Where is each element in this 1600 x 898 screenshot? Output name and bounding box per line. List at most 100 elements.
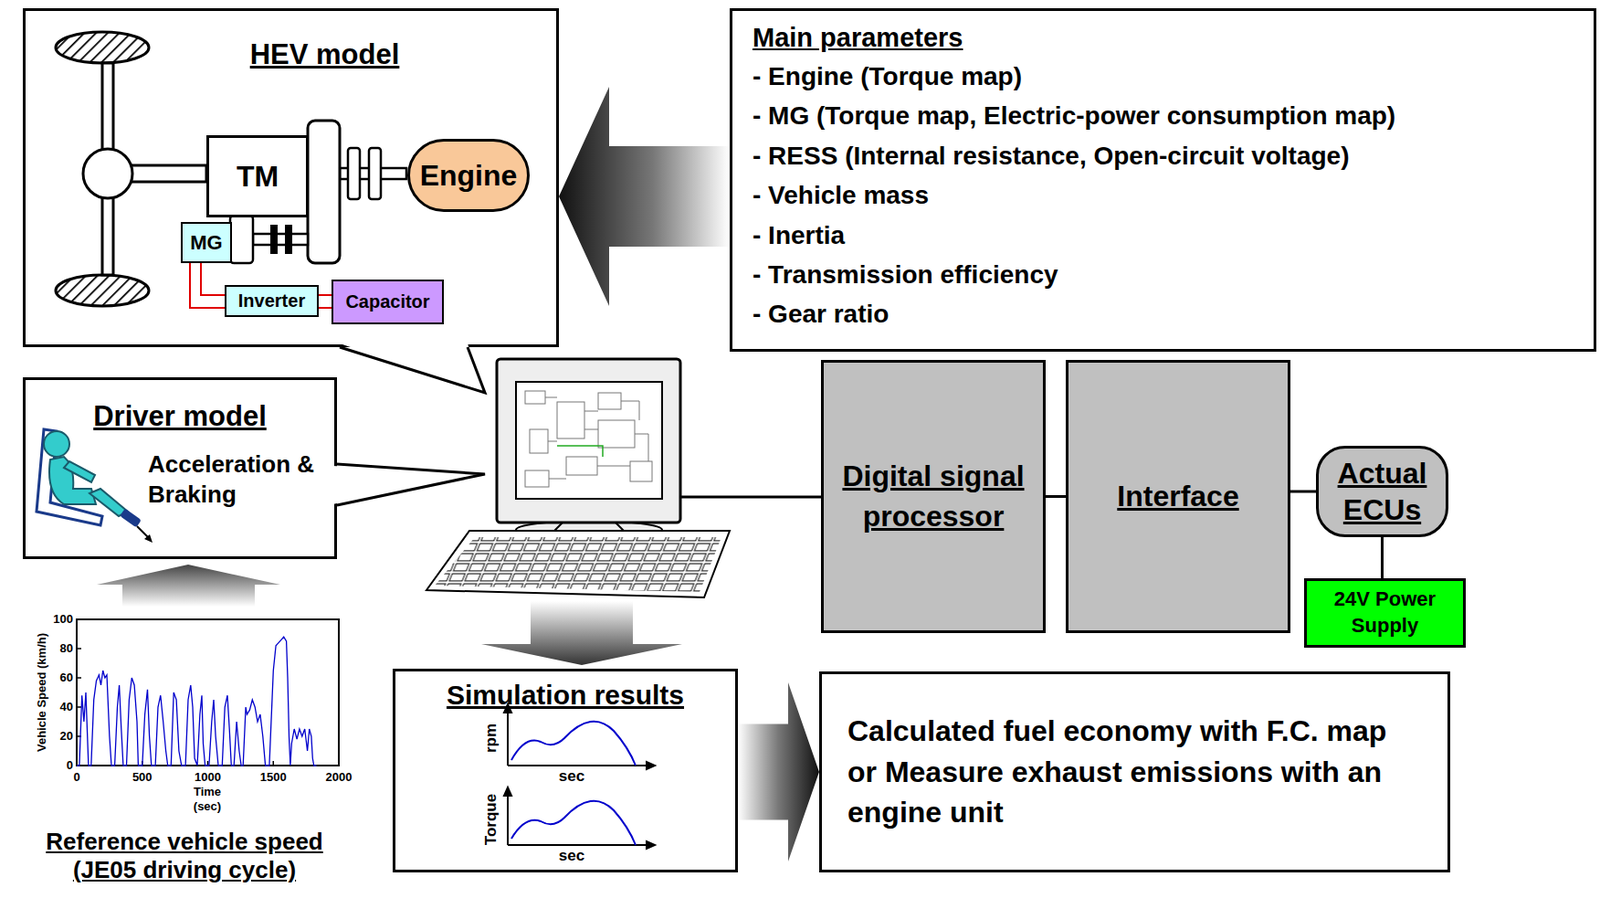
box-text: - Engine (Torque map) [752, 56, 1022, 96]
driver-figure-part [89, 488, 128, 516]
chart-label: 100 [52, 611, 74, 627]
computer-part-part [529, 429, 548, 453]
result-graphs-part [504, 787, 512, 796]
computer-part [496, 358, 681, 523]
computer-part-part [557, 401, 585, 439]
wire [318, 306, 332, 309]
callout-tails-part [339, 347, 485, 393]
gradient-arrows-part [96, 564, 281, 607]
driver-figure-part [144, 534, 153, 543]
chart-label: 40 [60, 699, 74, 715]
drivetrain-drawing-part [55, 31, 149, 64]
result-graphs-part [507, 792, 651, 845]
computer [420, 358, 822, 599]
wire [318, 294, 332, 296]
box-heading: TM [236, 159, 279, 194]
speed-chart-part-part [76, 676, 82, 679]
box-text: - Gear ratio [752, 294, 889, 334]
drivetrain-drawing-part [230, 215, 253, 264]
computer-part [420, 534, 731, 599]
ecu-box: Actual ECUs [1315, 445, 1449, 537]
box-heading: Digital signal processor [829, 456, 1038, 536]
box-text: - MG (Torque map, Electric-power consump… [752, 95, 1396, 136]
box-text: - Inertia [752, 215, 845, 255]
drivetrain-drawing-part [127, 165, 207, 182]
driver-figure [36, 429, 153, 543]
inverter-box: Inverter [224, 284, 319, 317]
chart-label: sec [558, 767, 585, 786]
box-heading: 24V Power Supply [1310, 586, 1460, 639]
chart-label: 0 [73, 769, 80, 785]
box-text: - Vehicle mass [752, 175, 929, 215]
drivetrain-drawing [55, 31, 407, 306]
driver-figure-part [63, 461, 95, 483]
gradient-arrows-part [481, 600, 683, 665]
hev-model-callout: HEV modelTMEngineMGInverterCapacitor [22, 8, 559, 348]
wire [189, 263, 225, 308]
block-arrow [558, 86, 730, 306]
computer-part-part [598, 392, 622, 410]
chart-label: Time (sec) [179, 784, 235, 813]
dsp-box: Digital signal processor [821, 359, 1046, 633]
driver-figure-part [49, 456, 96, 505]
axis-label: rpm [482, 723, 501, 753]
axis-label: Torque [482, 793, 501, 845]
chart-label: 1500 [260, 769, 287, 785]
callout-tails-part [339, 343, 485, 393]
box-heading: Actual ECUs [1318, 454, 1446, 528]
computer-part-part [630, 461, 653, 482]
computer-part-part [566, 456, 598, 475]
drivetrain-drawing-part [252, 233, 308, 245]
interface-box: Interface [1065, 359, 1291, 633]
speed-chart-part-part [207, 760, 210, 766]
chart-label: 80 [60, 641, 74, 656]
computer-part [557, 445, 603, 457]
result-graphs-part [511, 721, 636, 766]
computer-part [515, 381, 663, 499]
connector [1290, 491, 1316, 493]
box-heading: Inverter [238, 290, 306, 312]
box-heading: Interface [1116, 476, 1239, 516]
computer-part [525, 390, 653, 487]
computer-part-part [525, 390, 546, 404]
box-text: - RESS (Internal resistance, Open-circui… [752, 136, 1350, 176]
chart-label: Reference vehicle speed (JE05 driving cy… [10, 827, 358, 885]
box-heading: Main parameters [752, 18, 964, 57]
callout-tails-part [336, 463, 485, 506]
box-heading: Calculated fuel economy with F.C. map or… [847, 710, 1423, 833]
box-heading: Engine [420, 158, 518, 193]
wire [1045, 494, 1066, 498]
drivetrain-drawing-part [55, 274, 149, 306]
wire [1290, 490, 1316, 494]
mg-box: MG [180, 221, 232, 264]
box-heading: Simulation results [446, 678, 685, 712]
connector [737, 682, 820, 862]
capacitor-box: Capacitor [331, 279, 444, 325]
result-graphs [504, 704, 655, 849]
result-graphs-part [507, 709, 651, 766]
result-graphs-part [646, 761, 655, 769]
speed-chart-part-part [337, 760, 340, 766]
connector [1381, 536, 1383, 579]
computer-part-part [525, 470, 549, 487]
driver-figure-part [43, 431, 70, 457]
output-box: Calculated fuel economy with F.C. map or… [819, 671, 1451, 873]
result-graphs-part [646, 841, 655, 849]
computer-part-part [545, 397, 649, 479]
block-arrow [737, 682, 820, 862]
chart-label: sec [558, 846, 585, 865]
chart-label: 60 [60, 670, 74, 685]
drivetrain-drawing-part [270, 224, 278, 254]
gradient-arrows [96, 564, 683, 665]
box-heading: Capacitor [345, 291, 430, 313]
box-heading: Driver model [93, 400, 267, 433]
speed-chart [76, 619, 339, 766]
parameter-list: Main parameters- Engine (Torque map)- MG… [729, 8, 1597, 352]
driver-model-callout: Driver modelAcceleration & Braking [22, 377, 337, 559]
speed-chart-part-part [76, 705, 82, 708]
connector [1045, 495, 1066, 497]
box-text: - Transmission efficiency [752, 254, 1059, 295]
axis-label: Vehicle Speed (km/h) [34, 632, 50, 752]
connector [558, 86, 730, 306]
